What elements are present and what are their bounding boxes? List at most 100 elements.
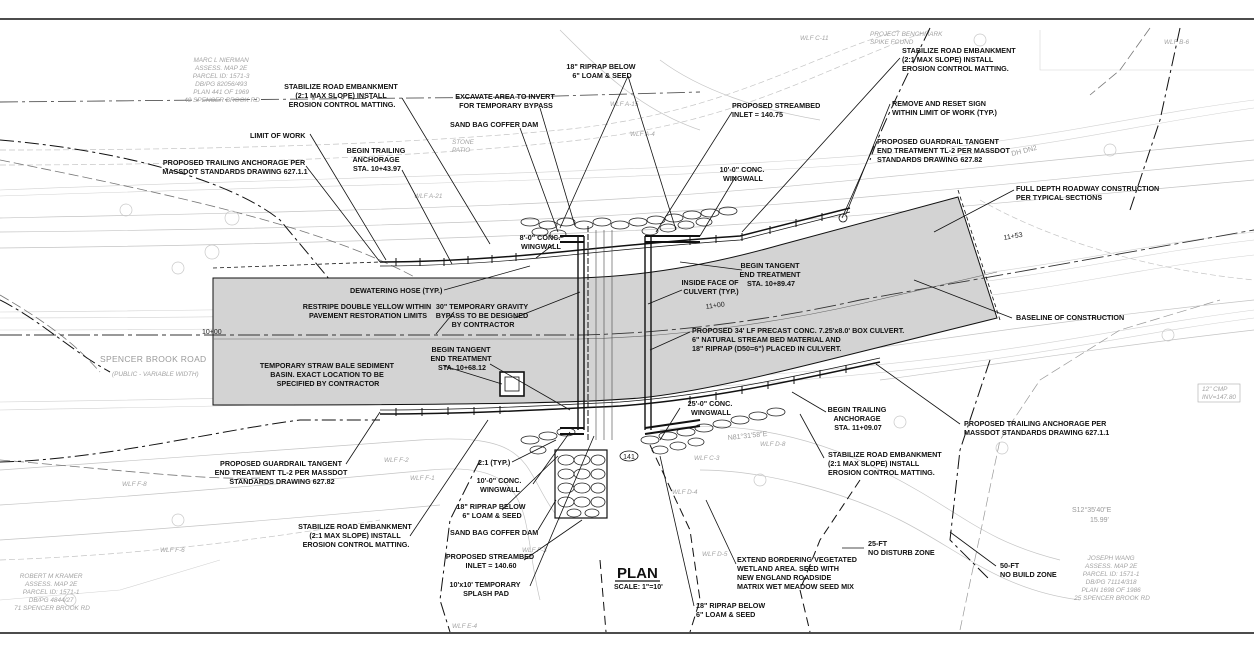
callout-inlet-north: INLET = 140.75 [732,110,783,119]
wlf-flag: WLF B-6 [1164,39,1190,46]
callout-trailing-anchorage-e: MASSDOT STANDARDS DRAWING 627.1.1 [964,428,1109,437]
svg-text:12" CMP INV=147.80: 12" CMP INV=147.80 [1202,386,1236,401]
callout-wingwall-25: WINGWALL [691,408,732,417]
owner-sw-line: PARCEL ID: 1571-1 [23,589,80,596]
svg-text:25-FT NO DISTURB ZONE: 25-FT NO DISTURB ZONE [868,539,935,557]
straw-bale-basin [499,371,525,397]
svg-text:STABILIZE ROAD EMBANKMENT: STABILIZE ROAD EMBANKMENT (2:1 MAX SLOPE… [902,46,1018,73]
callout-begin-trailing-w: ANCHORAGE [352,155,399,164]
svg-text:10'x10' TEMPORARY SPLASH: 10'x10' TEMPORARY SPLASH PAD [450,580,523,598]
callout-trailing-anchorage-w: PROPOSED TRAILING ANCHORAGE PER [163,158,306,167]
owner-se-line: ASSESS. MAP 2E [1084,563,1138,570]
svg-text:8'-0" CONC. WINGWALL: 8'-0" CONC. WINGWALL [520,233,563,251]
box-culvert: 141 [499,206,848,519]
cmp-box [1197,383,1241,403]
callout-restripe: RESTRIPE DOUBLE YELLOW WITHIN [303,302,431,311]
callout-slope-21: 2:1 (TYP.) [478,458,511,467]
cmp-line: 12" CMP [1202,386,1228,393]
station-1153: 11+53 [1003,232,1023,242]
wlf-flag: WLF F-6 [160,547,185,554]
drawing-scale: SCALE: 1"=10' [614,584,663,591]
svg-text:PROJECT BENCHMARK SPIKE: PROJECT BENCHMARK SPIKE FOUND [870,31,944,46]
svg-text:STABILIZE ROAD EMBANKMENT: STABILIZE ROAD EMBANKMENT (2:1 MAX SLOPE… [284,82,400,109]
callout-no-disturb: NO DISTURB ZONE [868,548,935,557]
owner-nw-line: PLAN 441 OF 1969 [193,89,249,96]
restripe-line [213,271,998,340]
svg-text:STABILIZE ROAD EMBANKMENT: STABILIZE ROAD EMBANKMENT (2:1 MAX SLOPE… [298,522,414,549]
guardrail-north [379,207,851,263]
callout-stabilize-ne: (2:1 MAX SLOPE) INSTALL [902,55,994,64]
callout-straw-bale: SPECIFIED BY CONTRACTOR [277,379,381,388]
callout-begin-trailing-w: STA. 10+43.97 [353,164,401,173]
callout-begin-trailing-w: BEGIN TRAILING [347,146,406,155]
svg-text:FULL DEPTH ROADWAY CONSTRUCTIO: FULL DEPTH ROADWAY CONSTRUCTION PER TYPI… [1016,184,1161,202]
drawing-title: PLAN [617,565,658,582]
svg-text:PROPOSED 34' LF PRECAST CONC.: PROPOSED 34' LF PRECAST CONC. 7.25'x8.0'… [692,326,906,353]
svg-text:PROPOSED STREAMBED INLET: PROPOSED STREAMBED INLET = 140.60 [446,552,536,570]
owner-sw-line: ASSESS. MAP 2E [24,581,78,588]
callout-stabilize-nw: STABILIZE ROAD EMBANKMENT [284,82,398,91]
callout-extend-wetland: NEW ENGLAND ROADSIDE [737,573,831,582]
svg-text:30" TEMPORARY GRAVITY BY: 30" TEMPORARY GRAVITY BYPASS TO BE DESIG… [436,302,530,329]
callout-begin-trailing-e: BEGIN TRAILING [828,405,887,414]
callout-stabilize-nw: EROSION CONTROL MATTING. [289,100,396,109]
wlf-flag: WLF E-4 [452,623,478,630]
cmp-line: INV=147.80 [1202,394,1236,401]
owner-se-line: 25 SPENCER BROOK RD [1073,595,1150,602]
callout-guardrail-ne: STANDARDS DRAWING 627.82 [877,155,982,164]
owner-se-line: DB/PG 71114/318 [1086,579,1137,586]
callout-stabilize-sw: EROSION CONTROL MATTING. [303,540,410,549]
svg-text:EXTEND BORDERING VEGETATED: EXTEND BORDERING VEGETATED WETLAND AREA.… [737,555,859,591]
distance-label-se: 15.99' [1090,517,1109,524]
wlf-flag: WLF C-11 [800,35,829,42]
callout-stabilize-sw: (2:1 MAX SLOPE) INSTALL [309,531,401,540]
callout-bypass-30: 30" TEMPORARY GRAVITY [436,302,529,311]
svg-text:REMOVE AND RESET SIGN WI: REMOVE AND RESET SIGN WITHIN LIMIT OF WO… [892,99,997,117]
callout-wingwall-10-s: WINGWALL [480,485,521,494]
dh-dn2-label: DH DN2 [1011,145,1038,158]
callout-riprap-north: 6" LOAM & SEED [572,71,631,80]
callout-guardrail-sw: END TREATMENT TL-2 PER MASSDOT [215,468,348,477]
callout-riprap-south-2: 6" LOAM & SEED [696,610,755,619]
owner-nw-line: PARCEL ID: 1571-3 [193,73,250,80]
wlf-flag: WLF D-5 [702,551,728,558]
owner-se-line: PARCEL ID: 1571-1 [1083,571,1140,578]
callout-straw-bale: TEMPORARY STRAW BALE SEDIMENT [260,361,395,370]
svg-text:18" RIPRAP BELOW 6" LOAM: 18" RIPRAP BELOW 6" LOAM & SEED [696,601,767,619]
callout-box-culvert: 6" NATURAL STREAM BED MATERIAL AND [692,335,841,344]
callout-dewatering: DEWATERING HOSE (TYP.) [350,286,443,295]
owner-sw-line: DB/PG 4844/27 [29,597,74,604]
road-name: SPENCER BROOK ROAD [100,354,206,364]
callout-begin-tangent-e: BEGIN TANGENT [741,261,801,270]
callout-wingwall-8: WINGWALL [521,242,562,251]
callout-stabilize-ne: EROSION CONTROL MATTING. [902,64,1009,73]
callout-begin-tangent-w: END TREATMENT [431,354,493,363]
callout-extend-wetland: WETLAND AREA. SEED WITH [737,564,839,573]
svg-text:BEGIN TRAILING ANCHORAGE: BEGIN TRAILING ANCHORAGE STA. 11+09.07 [828,405,889,432]
svg-text:STONE PATIO: STONE PATIO [452,139,476,154]
callout-excavate: EXCAVATE AREA TO INVERT [455,92,555,101]
callout-stabilize-se: STABILIZE ROAD EMBANKMENT [828,450,942,459]
callout-excavate: FOR TEMPORARY BYPASS [459,101,553,110]
callout-begin-trailing-e: STA. 11+09.07 [834,423,882,432]
callout-limit-of-work: LIMIT OF WORK [250,131,306,140]
callout-begin-trailing-e: ANCHORAGE [833,414,880,423]
callout-bypass-30: BYPASS TO BE DESIGNED [436,311,528,320]
callout-inside-face: INSIDE FACE OF [681,278,739,287]
svg-text:PROPOSED GUARDRAIL TANGENT: PROPOSED GUARDRAIL TANGENT END TREATMENT… [877,137,1012,164]
callout-inlet-south: INLET = 140.60 [466,561,517,570]
callout-begin-tangent-w: STA. 10+68.12 [438,363,486,372]
svg-text:BEGIN TRAILING ANCHORAGE: BEGIN TRAILING ANCHORAGE STA. 10+43.97 [347,146,408,173]
station-10: 10+00 [202,329,222,336]
svg-text:PROPOSED GUARDRAIL TANGENT: PROPOSED GUARDRAIL TANGENT END TREATMENT… [215,459,350,486]
owner-se-line: JOSEPH WANG [1087,555,1135,562]
benchmark-line: SPIKE FOUND [870,39,914,46]
roadway-construction [0,189,1254,416]
svg-text:INSIDE FACE OF CULVERT (: INSIDE FACE OF CULVERT (TYP.) [681,278,740,296]
wlf-flag: WLF F-2 [384,457,409,464]
callout-stabilize-se: (2:1 MAX SLOPE) INSTALL [828,459,920,468]
callout-stabilize-ne: STABILIZE ROAD EMBANKMENT [902,46,1016,55]
zone-lines [0,27,1181,633]
svg-text:PROPOSED TRAILING ANCHORAGE PE: PROPOSED TRAILING ANCHORAGE PER MASSDOT … [964,419,1109,437]
